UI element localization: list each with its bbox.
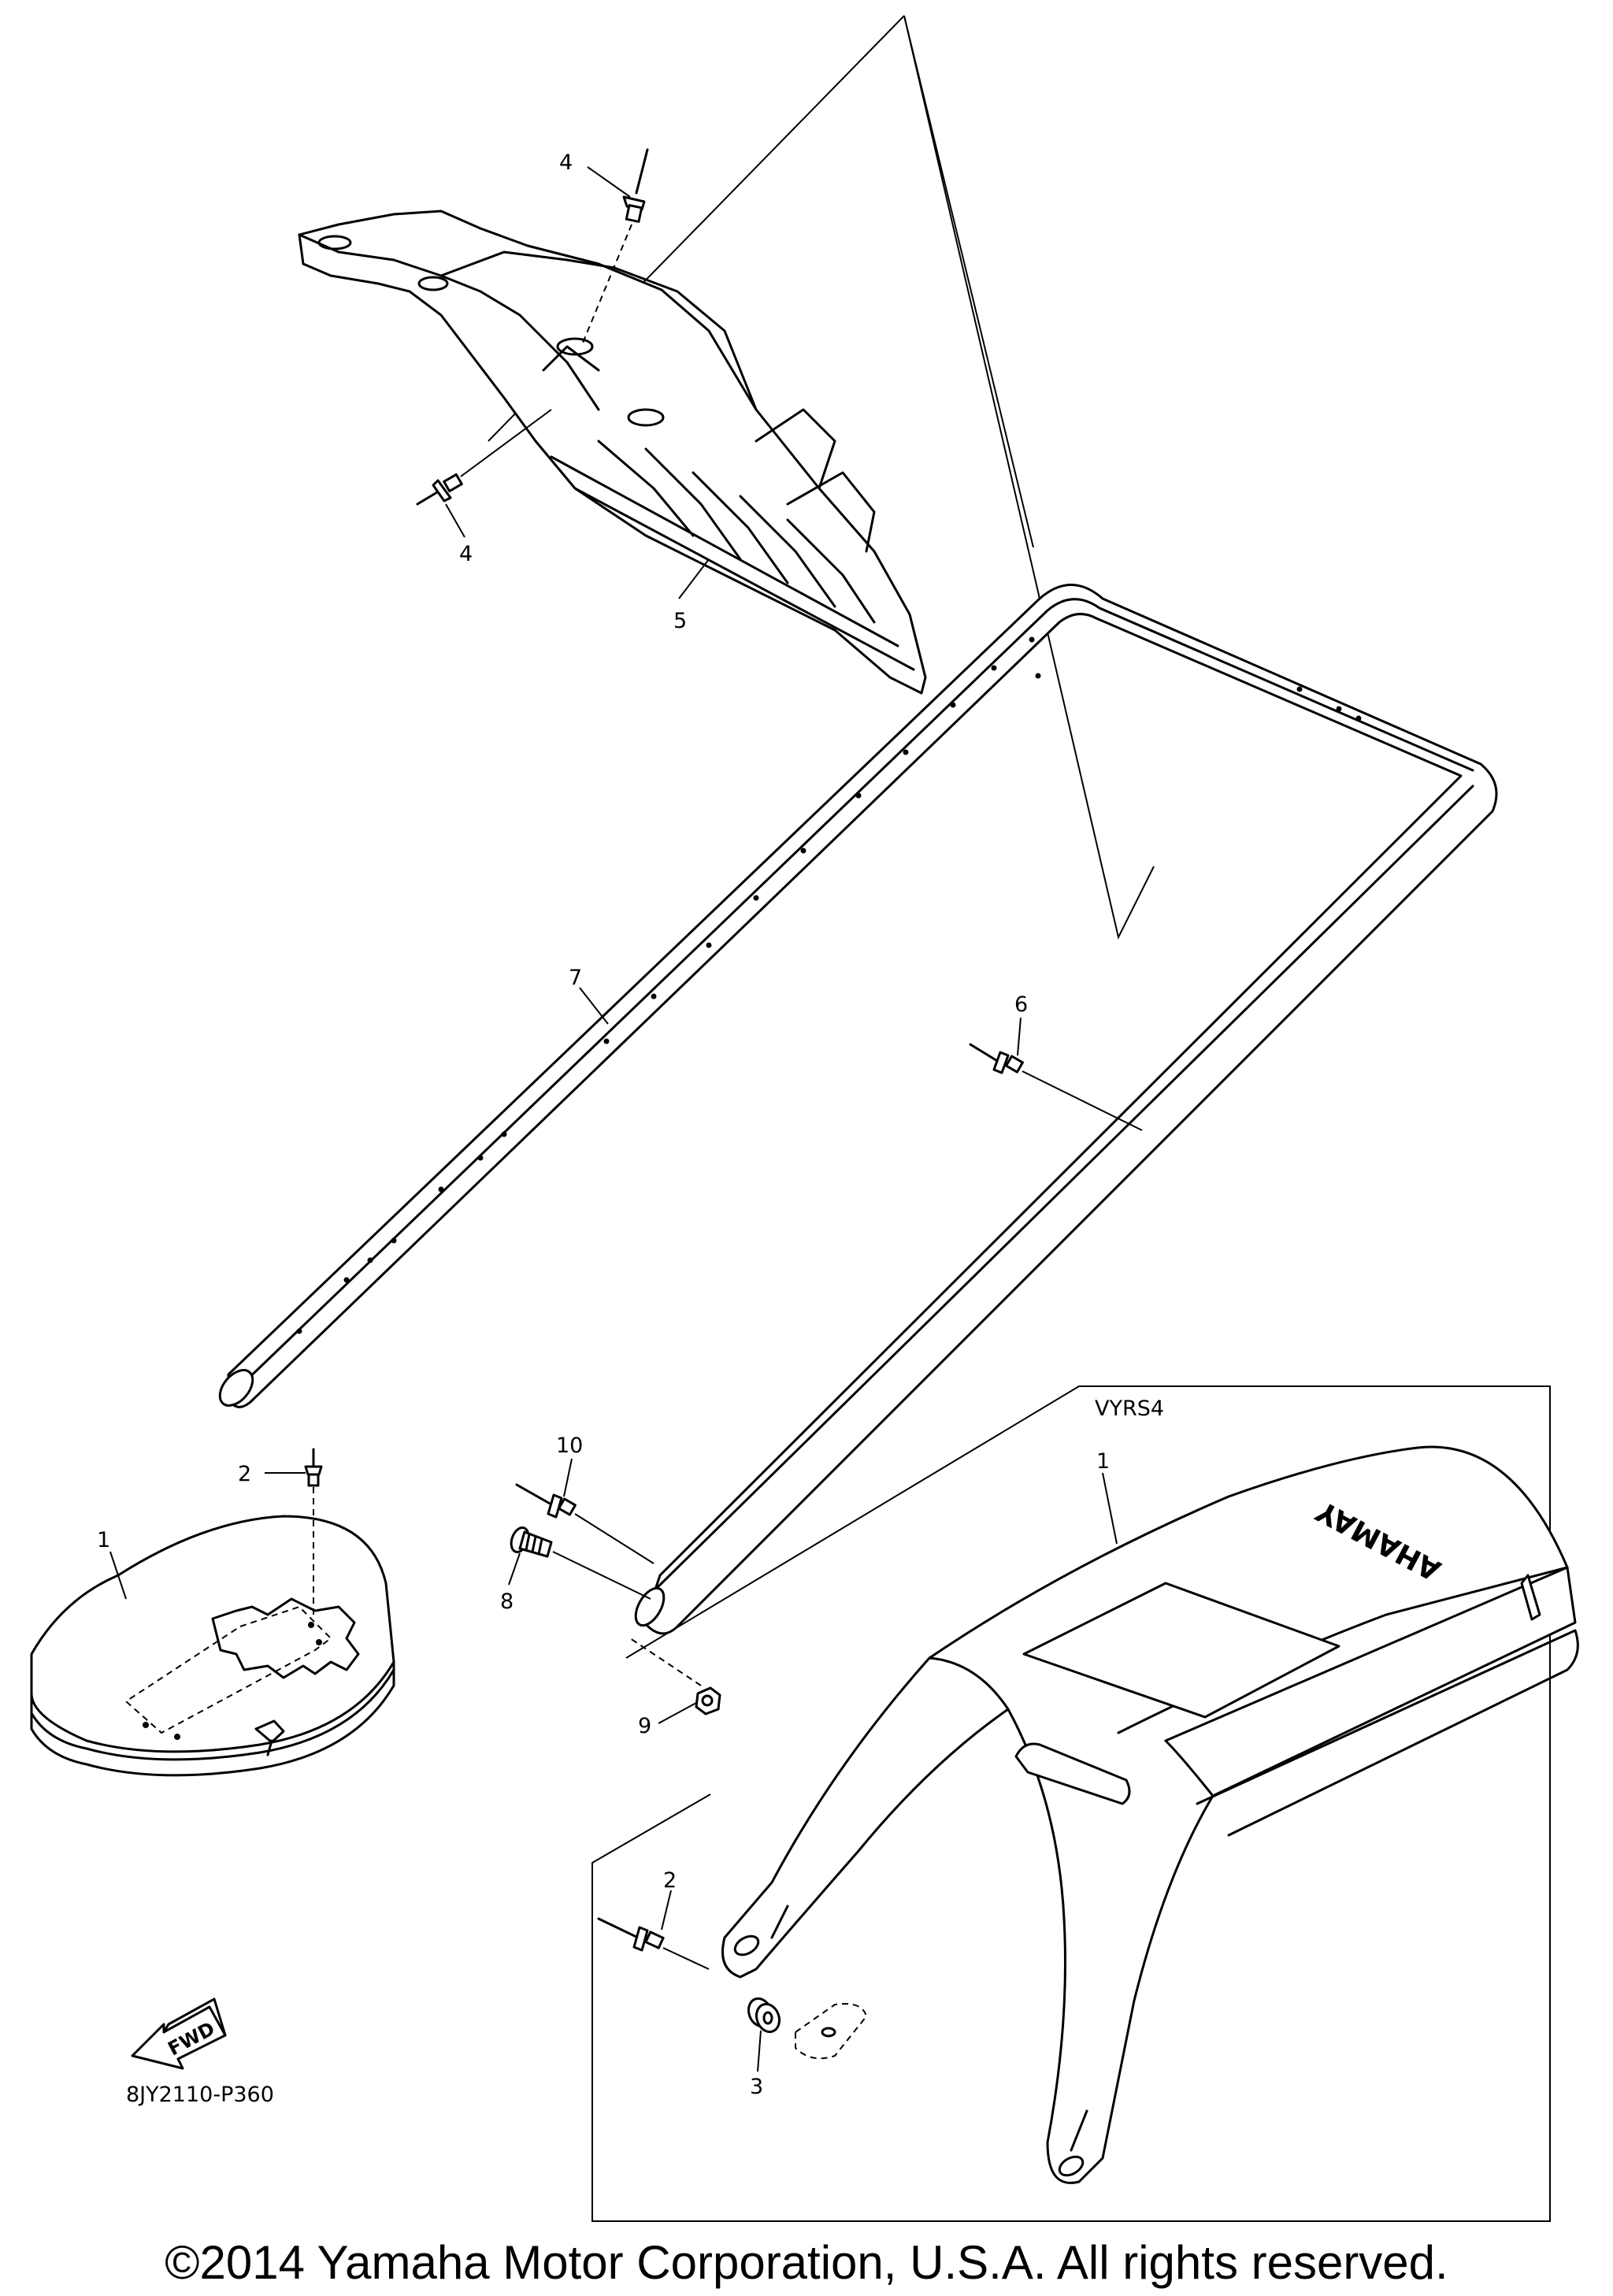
rivet-part-2-left bbox=[304, 1448, 323, 1619]
diagram-code: 8JY2110-P360 bbox=[126, 2083, 274, 2107]
rivet-part-4-top bbox=[580, 148, 649, 347]
bushing-part-3 bbox=[747, 1997, 868, 2060]
nut-part-9 bbox=[629, 1638, 721, 1716]
callout-9: 9 bbox=[638, 1714, 651, 1738]
callout-4-top: 4 bbox=[559, 150, 573, 175]
copyright-notice: ©2014 Yamaha Motor Corporation, U.S.A. A… bbox=[165, 2236, 1448, 2289]
rivet-part-10 bbox=[515, 1483, 654, 1564]
rail-rivet-holes bbox=[296, 636, 1362, 1334]
callout-5: 5 bbox=[673, 609, 687, 633]
rivet-part-4-bottom bbox=[416, 409, 552, 506]
variant-box-label: VYRS4 bbox=[1095, 1397, 1164, 1421]
callout-1-right: 1 bbox=[1096, 1449, 1110, 1474]
callout-numbers: 4 4 5 7 6 2 1 10 8 9 1 2 3 bbox=[97, 150, 1110, 2099]
rear-rail-part-7 bbox=[218, 584, 1498, 1635]
luggage-rack-part-5 bbox=[298, 210, 927, 695]
screw-part-8 bbox=[510, 1526, 651, 1600]
callout-2-right: 2 bbox=[663, 1868, 677, 1893]
callout-7: 7 bbox=[569, 966, 582, 990]
variant-box-vyrs4 bbox=[591, 1385, 1551, 2222]
callout-2-left: 2 bbox=[238, 1462, 251, 1486]
callout-8: 8 bbox=[500, 1589, 514, 1614]
fwd-direction-arrow: FWD bbox=[131, 1997, 227, 2070]
rivet-part-6 bbox=[969, 1043, 1143, 1131]
rivet-part-2-right bbox=[597, 1917, 710, 1970]
callout-6: 6 bbox=[1014, 992, 1028, 1017]
rear-bag-part-1-left bbox=[30, 1515, 395, 1777]
seat-part-1-right: YAMAHA bbox=[721, 1445, 1579, 2184]
callout-4-bottom: 4 bbox=[459, 542, 473, 566]
callout-3: 3 bbox=[750, 2075, 763, 2099]
callout-leaders bbox=[109, 166, 1118, 2072]
callout-10: 10 bbox=[556, 1434, 583, 1458]
callout-1-left: 1 bbox=[97, 1528, 110, 1552]
